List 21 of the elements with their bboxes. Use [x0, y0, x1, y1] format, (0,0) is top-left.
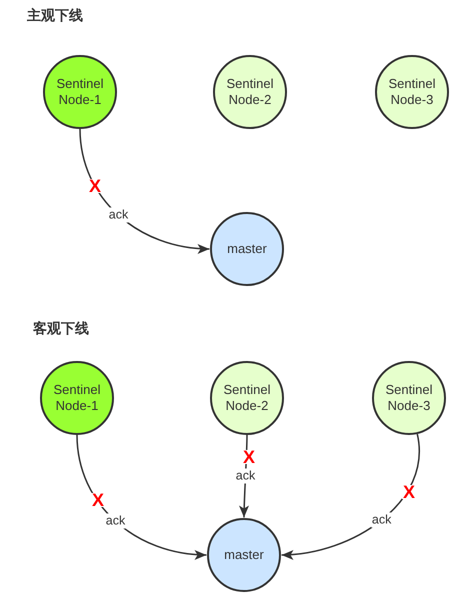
node-circle: Sentinel Node-3 [372, 361, 446, 435]
node-circle: master [207, 518, 281, 592]
arrow [76, 434, 207, 560]
arrow [281, 434, 420, 560]
node-circle: Sentinel Node-2 [213, 55, 287, 129]
edge-label: ack [234, 468, 256, 484]
node-circle: Sentinel Node-1 [43, 55, 117, 129]
node-circle: Sentinel Node-3 [375, 55, 449, 129]
node-circle: master [210, 212, 284, 286]
section-heading: 客观下线 [33, 321, 89, 337]
edge-label: ack [104, 514, 126, 529]
node-circle: Sentinel Node-1 [40, 361, 114, 435]
section-heading: 主观下线 [27, 8, 83, 24]
arrow [79, 128, 210, 254]
node-circle: Sentinel Node-2 [210, 361, 284, 435]
edge-label: ack [370, 512, 392, 528]
cross-mark: X [91, 493, 105, 507]
cross-mark: X [88, 179, 102, 193]
cross-mark: X [402, 485, 416, 499]
cross-mark: X [242, 450, 256, 464]
edge-label: ack [108, 208, 130, 223]
